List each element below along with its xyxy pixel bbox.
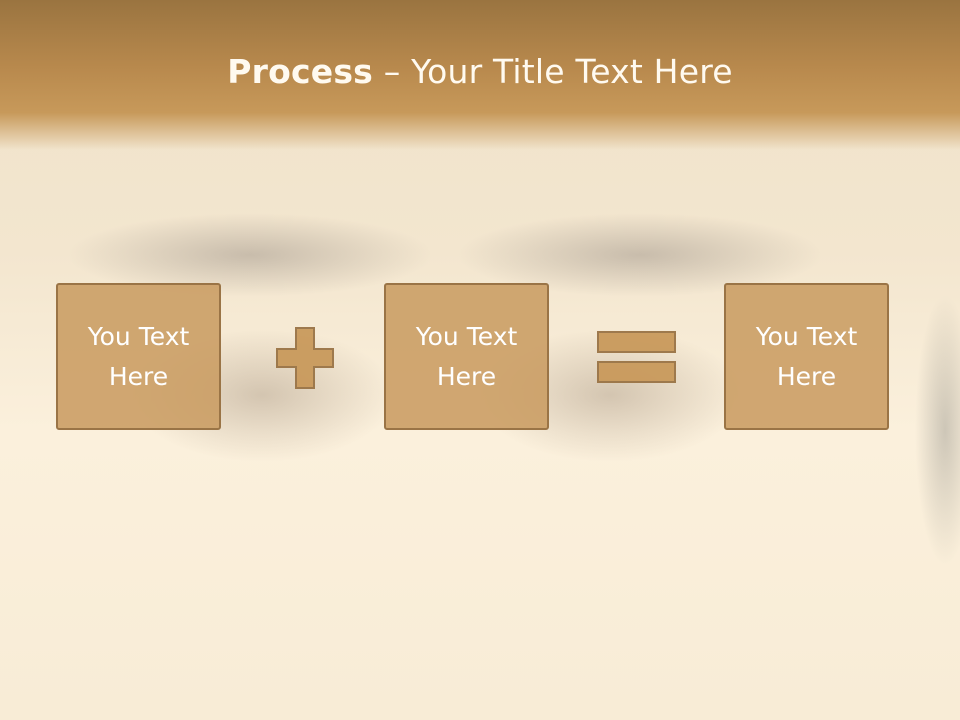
equals-icon bbox=[597, 331, 676, 383]
slide-title: Process – Your Title Text Here bbox=[0, 52, 960, 91]
plus-icon bbox=[276, 327, 334, 389]
process-box-2-label: You Text Here bbox=[415, 321, 518, 391]
title-rest: – Your Title Text Here bbox=[373, 52, 733, 91]
title-bold: Process bbox=[227, 52, 374, 91]
process-box-1-label: You Text Here bbox=[87, 321, 190, 391]
process-box-3-label: You Text Here bbox=[755, 321, 858, 391]
header-band bbox=[0, 0, 960, 150]
process-box-3[interactable]: You Text Here bbox=[724, 283, 889, 430]
process-box-1[interactable]: You Text Here bbox=[56, 283, 221, 430]
process-box-2[interactable]: You Text Here bbox=[384, 283, 549, 430]
